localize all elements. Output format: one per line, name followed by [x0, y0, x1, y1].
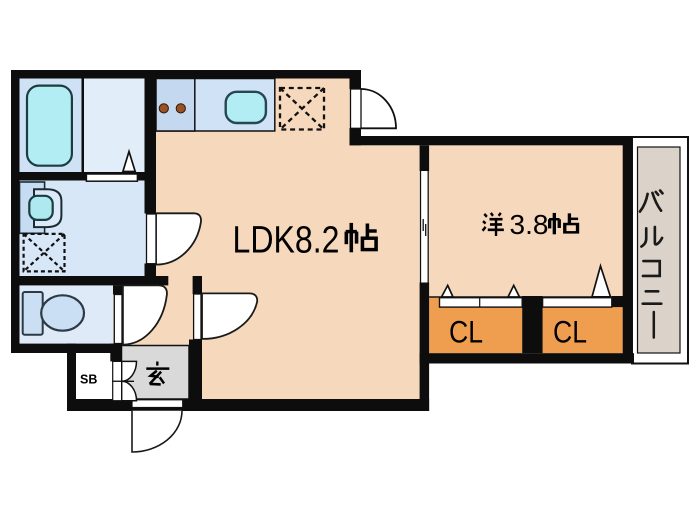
- svg-text:SB: SB: [80, 373, 97, 387]
- svg-text:LDK8.2: LDK8.2: [233, 220, 340, 262]
- svg-text:3.8: 3.8: [510, 209, 549, 240]
- svg-text:CL: CL: [449, 314, 483, 350]
- svg-text:CL: CL: [553, 314, 587, 350]
